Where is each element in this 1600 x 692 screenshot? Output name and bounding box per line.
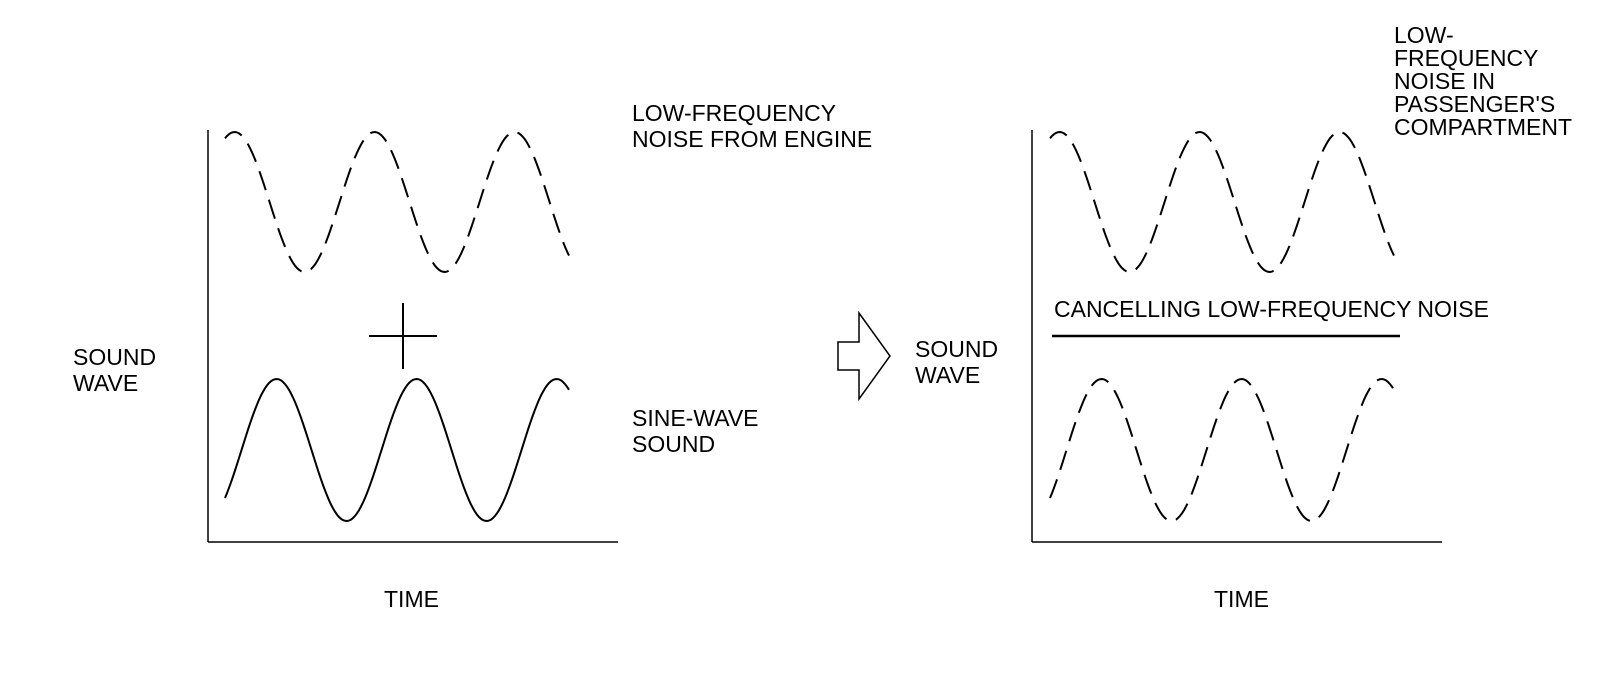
left-x-axis-label: TIME	[384, 586, 439, 612]
left-y-axis-label: SOUND WAVE	[73, 344, 157, 396]
right-y-axis-label: SOUND WAVE	[915, 336, 999, 388]
engine-noise-label: LOW-FREQUENCY NOISE FROM ENGINE	[632, 100, 873, 152]
left-sine-wave	[224, 377, 570, 523]
right-arrow-icon	[837, 310, 891, 402]
cancelling-noise-label: CANCELLING LOW-FREQUENCY NOISE	[1054, 296, 1489, 322]
right-compartment-noise-wave	[1049, 130, 1395, 274]
compartment-noise-label: LOW- FREQUENCY NOISE IN PASSENGER'S COMP…	[1394, 22, 1573, 140]
left-engine-noise-wave	[224, 130, 570, 274]
right-x-axis-label: TIME	[1214, 586, 1269, 612]
plus-icon	[369, 303, 437, 369]
sine-wave-label: SINE-WAVE SOUND	[632, 405, 759, 457]
right-inverted-noise-wave	[1049, 377, 1395, 523]
right-axes	[1031, 130, 1442, 543]
left-axes	[207, 130, 618, 543]
